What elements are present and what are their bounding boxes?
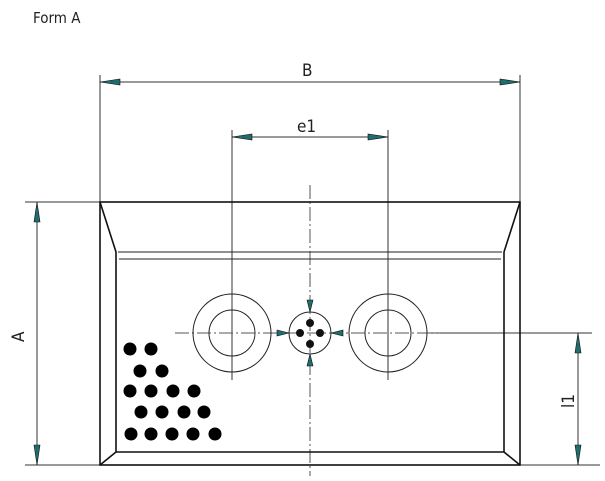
right-hole [348, 293, 428, 373]
pattern-dot [144, 427, 158, 441]
pattern-dot [177, 405, 191, 419]
pattern-dot [155, 405, 169, 419]
center-lines [175, 185, 440, 476]
drawing-title: Form A [33, 9, 81, 27]
dot-pattern [123, 342, 222, 441]
dimension-a-label: A [9, 331, 29, 342]
pattern-dot [197, 405, 211, 419]
pattern-dot [155, 364, 169, 378]
pattern-dot [123, 342, 137, 356]
left-hole [192, 293, 272, 373]
pattern-dot [123, 384, 137, 398]
pattern-dot [133, 364, 147, 378]
pattern-dot [187, 384, 201, 398]
pattern-dot [124, 427, 138, 441]
dimension-e1-label: e1 [297, 117, 316, 137]
dimension-a: A [9, 201, 41, 466]
dimension-b-label: B [302, 61, 313, 81]
dimension-l1: l1 [559, 332, 582, 466]
part-outline [99, 201, 521, 466]
dimension-e1: e1 [231, 117, 389, 141]
pattern-dot [144, 342, 158, 356]
dimension-b: B [99, 61, 521, 86]
pattern-dot [186, 427, 200, 441]
pattern-dot [134, 405, 148, 419]
center-connector [276, 299, 344, 367]
dimension-l1-label: l1 [559, 394, 579, 408]
pattern-dot [144, 384, 158, 398]
pattern-dot [165, 427, 179, 441]
pattern-dot [166, 384, 180, 398]
pattern-dot [208, 427, 222, 441]
